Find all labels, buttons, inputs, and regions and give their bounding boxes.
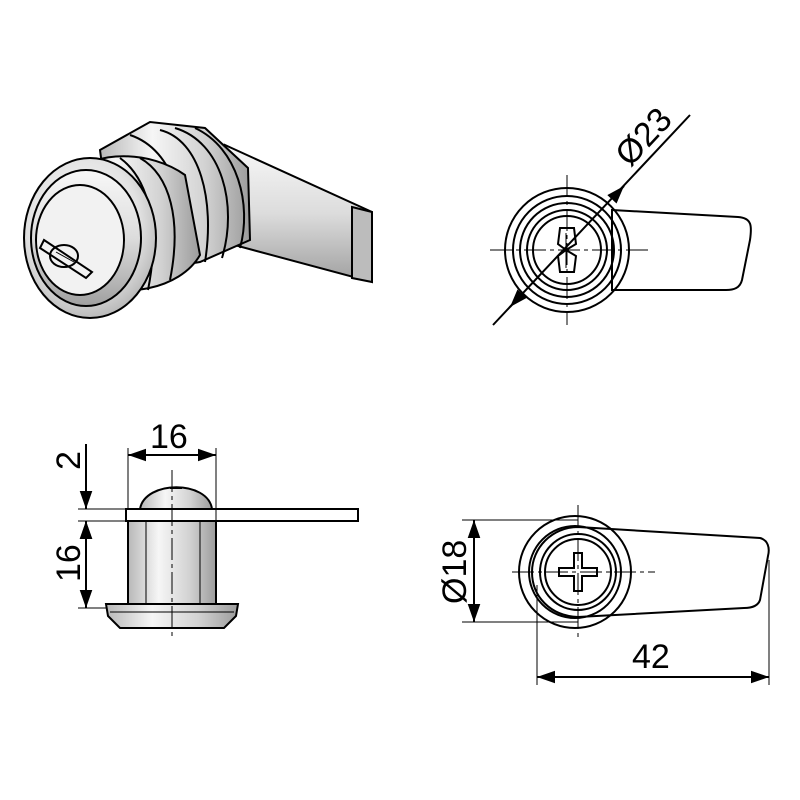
back-diameter-label: Ø18: [436, 540, 474, 604]
side-height-label: 16: [50, 544, 88, 582]
side-gap-label: 2: [50, 451, 88, 470]
isometric-view: [23, 120, 373, 319]
side-width-label: 16: [150, 418, 188, 456]
front-diameter-label: Ø23: [608, 101, 680, 174]
back-length-label: 42: [632, 638, 670, 676]
front-cam-arm: [611, 208, 752, 291]
side-screw-head: [138, 486, 214, 510]
iso-flange: [23, 157, 157, 319]
front-view: Ø23: [490, 101, 752, 326]
side-cam-bar: [125, 508, 359, 522]
back-view: Ø18 42: [436, 505, 770, 685]
iso-keyway-icon: [38, 238, 94, 280]
back-cam-arm: [530, 525, 770, 619]
back-cross-slot-icon: [558, 552, 598, 592]
side-view: 16 2 16: [50, 418, 359, 640]
